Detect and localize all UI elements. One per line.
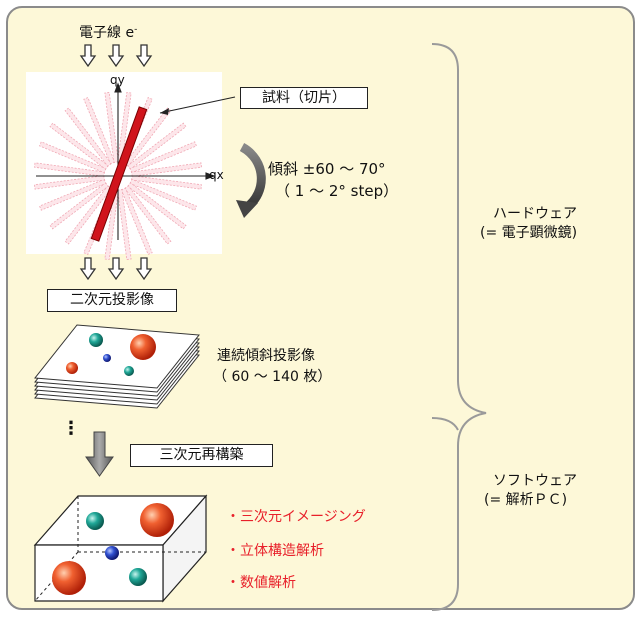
projection-particles: [66, 333, 156, 376]
hardware-sublabel: (= 電子顕微鏡): [480, 225, 578, 241]
hardware-label: ハードウェア: [493, 206, 577, 222]
software-label: ソフトウェア: [493, 473, 577, 489]
tilt-step-label: （ 1 ～ 2° step）: [275, 182, 399, 200]
sample-slab: [90, 106, 148, 242]
brace-divider: [431, 417, 459, 431]
projection-arrows: [79, 257, 153, 281]
projection-ray: [124, 107, 172, 167]
sample-pointer-head: [160, 108, 169, 115]
brace-hardware-software: [431, 43, 487, 611]
projection-rays: [33, 91, 203, 261]
sample-label-box: 試料（切片）: [240, 87, 368, 109]
projection-stack: [34, 324, 200, 409]
projection-ray: [64, 185, 112, 245]
sample-pointer-line: [159, 96, 236, 114]
projection-ray: [49, 122, 109, 170]
projection-ray: [131, 175, 203, 190]
axis-qy-label: qy: [110, 73, 125, 87]
projection-ray: [117, 91, 132, 163]
axis-qx-label: qx: [209, 168, 224, 182]
series-label-line1: 連続傾斜投影像: [217, 348, 315, 364]
projection-ray: [64, 107, 112, 167]
projection-ray: [33, 162, 105, 177]
projection-ray: [39, 178, 107, 211]
reconstruction-label-box: 三次元再構築: [130, 444, 273, 467]
projection-ray: [120, 187, 153, 255]
projection-ray: [127, 182, 187, 230]
projection-ray: [39, 141, 107, 174]
projection-ray: [117, 189, 132, 261]
result-numeric: ・数値解析: [226, 575, 296, 591]
projection-ray: [124, 185, 172, 245]
projection-label-box: 二次元投影像: [47, 289, 177, 312]
projection-ray: [131, 162, 203, 177]
beam-arrows: [79, 44, 153, 68]
tilt-arrow-icon: [236, 143, 266, 218]
projection-ray: [33, 175, 105, 190]
software-sublabel: (= 解析ＰＣ): [484, 492, 568, 508]
projection-ray: [49, 182, 109, 230]
result-imaging: ・三次元イメージング: [226, 509, 366, 525]
projection-ray: [104, 91, 119, 163]
series-label-line2: （ 60 ～ 140 枚）: [213, 369, 332, 385]
ellipsis: ⋮: [62, 418, 80, 439]
beam-label: 電子線 e-: [79, 24, 138, 41]
projection-ray: [104, 189, 119, 261]
tilt-angle-label: 傾斜 ±60 ～ 70°: [268, 160, 386, 178]
projection-ray: [129, 178, 197, 211]
projection-ray: [127, 122, 187, 170]
projection-ray: [129, 141, 197, 174]
reconstruction-arrow-icon: [85, 431, 114, 477]
projection-ray: [83, 97, 116, 165]
result-structure: ・立体構造解析: [226, 543, 324, 559]
reconstruction-particles: [52, 503, 174, 595]
